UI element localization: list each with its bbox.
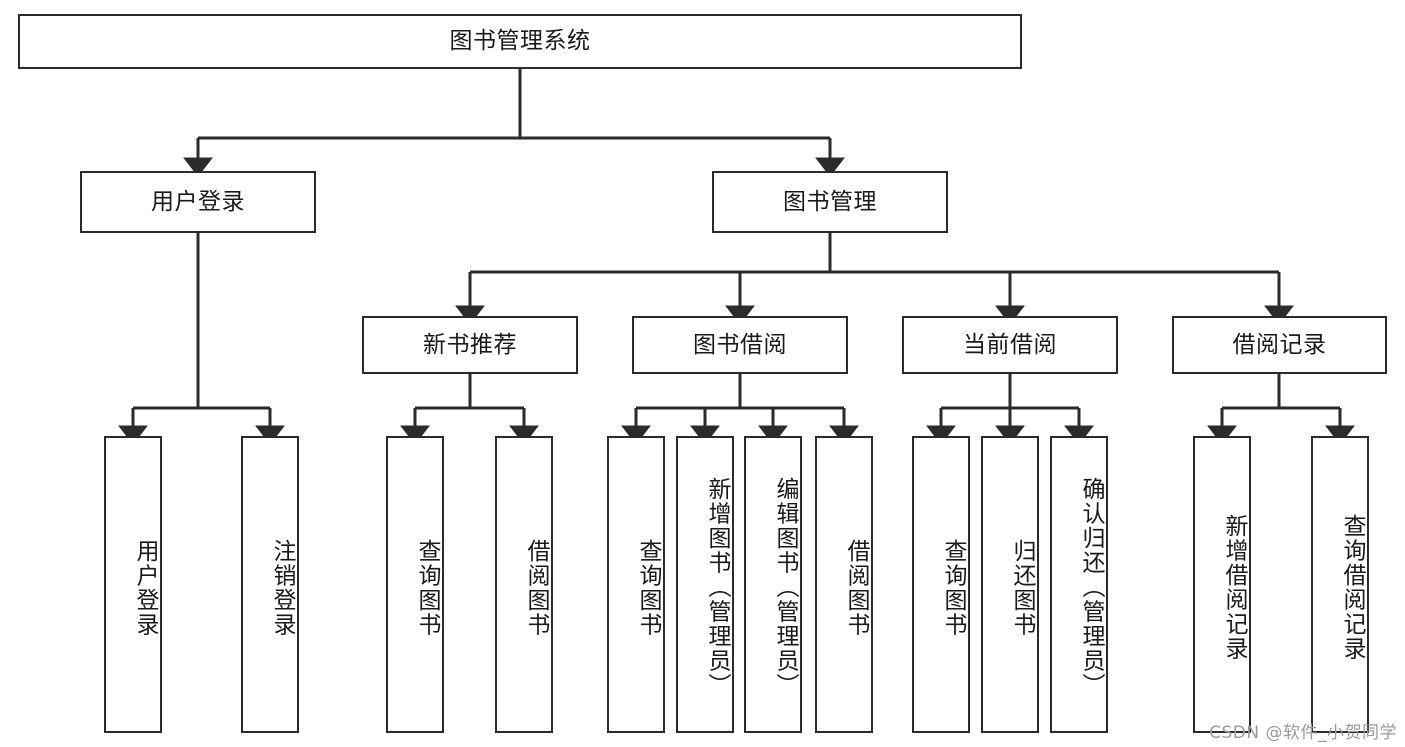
node-new-book-recommend[interactable]: 新书推荐: [362, 316, 578, 374]
node-label: 新书推荐: [423, 331, 517, 358]
leaf-current-borrow-return-book[interactable]: 归还图书: [981, 436, 1039, 733]
leaf-book-borrow-edit-book-admin[interactable]: 编辑图书（管理员）: [744, 436, 802, 733]
node-book-management[interactable]: 图书管理: [712, 171, 948, 233]
leaf-new-book-borrow-book[interactable]: 借阅图书: [495, 436, 553, 733]
node-label: 新增借阅记录: [1221, 514, 1247, 661]
watermark-text: CSDN @软件_小贺同学: [1209, 723, 1397, 743]
node-borrow-record[interactable]: 借阅记录: [1172, 316, 1387, 374]
leaf-current-borrow-query-book[interactable]: 查询图书: [912, 436, 970, 733]
node-label: 用户登录: [132, 538, 158, 637]
node-label: 查询图书: [940, 538, 966, 637]
node-label: 借阅图书: [523, 538, 549, 637]
node-label: 查询图书: [635, 538, 661, 637]
node-label: 新增图书（管理员）: [704, 477, 730, 698]
leaf-book-borrow-query-book[interactable]: 查询图书: [607, 436, 665, 733]
node-label: 注销登录: [269, 538, 295, 637]
node-current-borrow[interactable]: 当前借阅: [902, 316, 1118, 374]
node-user-login[interactable]: 用户登录: [80, 171, 316, 233]
node-label: 查询借阅记录: [1339, 514, 1365, 661]
leaf-book-borrow-borrow-book[interactable]: 借阅图书: [815, 436, 873, 733]
node-label: 确认归还（管理员）: [1078, 477, 1104, 698]
node-label: 图书管理: [783, 188, 877, 215]
leaf-borrow-record-query-record[interactable]: 查询借阅记录: [1311, 436, 1369, 733]
node-label: 图书管理系统: [449, 28, 591, 55]
node-label: 编辑图书（管理员）: [772, 477, 798, 698]
leaf-current-borrow-confirm-return-admin[interactable]: 确认归还（管理员）: [1050, 436, 1108, 733]
node-label: 用户登录: [151, 188, 245, 215]
node-label: 归还图书: [1009, 538, 1035, 637]
node-label: 图书借阅: [693, 331, 787, 358]
leaf-borrow-record-add-record[interactable]: 新增借阅记录: [1193, 436, 1251, 733]
leaf-user-login-logout[interactable]: 注销登录: [241, 436, 299, 733]
node-label: 当前借阅: [963, 331, 1057, 358]
node-label: 借阅图书: [843, 538, 869, 637]
leaf-user-login-login[interactable]: 用户登录: [104, 436, 162, 733]
leaf-book-borrow-add-book-admin[interactable]: 新增图书（管理员）: [676, 436, 734, 733]
node-label: 查询图书: [414, 538, 440, 637]
node-root-book-management-system[interactable]: 图书管理系统: [18, 14, 1022, 69]
node-book-borrow[interactable]: 图书借阅: [632, 316, 848, 374]
leaf-new-book-query-book[interactable]: 查询图书: [386, 436, 444, 733]
node-label: 借阅记录: [1232, 331, 1327, 358]
